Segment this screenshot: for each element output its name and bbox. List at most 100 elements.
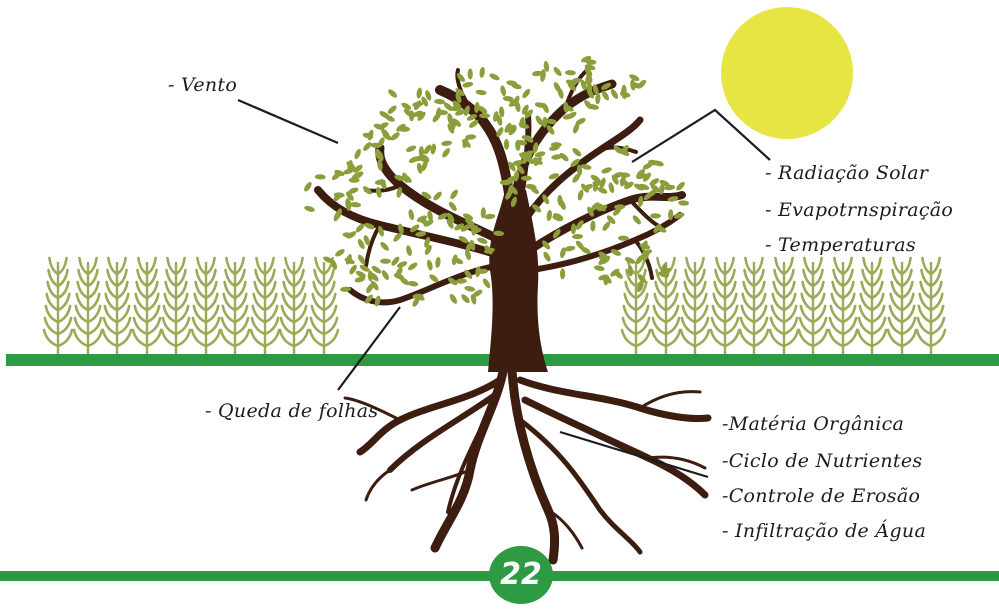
crop-plant [162, 258, 190, 354]
leaf [564, 245, 576, 252]
crop-plant [858, 258, 886, 354]
crop-plant [622, 258, 650, 354]
leaf [572, 234, 583, 240]
crop-plant [799, 258, 827, 354]
leaf [560, 268, 565, 279]
leaf [607, 182, 615, 194]
crop-plant [888, 258, 916, 354]
leaf [426, 259, 434, 271]
sun-icon [721, 7, 853, 139]
leaf [675, 181, 687, 192]
leaf [481, 277, 491, 289]
leaf [387, 88, 399, 99]
leaf [460, 293, 471, 305]
pointer-line-wind [238, 100, 338, 143]
leaf [609, 88, 619, 100]
crop-plant [917, 258, 945, 354]
leaf [521, 88, 532, 100]
crop-plant [770, 258, 798, 354]
leaf [601, 166, 613, 175]
leaf [571, 147, 583, 158]
leaf [407, 261, 419, 272]
pointer-line-soil [560, 432, 708, 477]
crop-plant [103, 258, 131, 354]
leaf [488, 72, 500, 81]
pointer-line-leaf-fall [338, 307, 400, 390]
label-erosion-control: -Controle de Erosão [722, 485, 920, 507]
leaf [484, 213, 495, 219]
leaf [565, 70, 576, 76]
crop-plant [251, 258, 279, 354]
tree-trunk [488, 190, 548, 372]
label-water-infiltration: - Infiltração de Água [722, 520, 926, 542]
leaf [590, 220, 596, 231]
crop-row-right [622, 258, 945, 354]
leaf [434, 99, 445, 105]
leaf [678, 200, 689, 206]
label-nutrient-cycle: -Ciclo de Nutrientes [722, 450, 922, 472]
leaf [386, 104, 398, 115]
crop-plant [192, 258, 220, 354]
leaf [375, 186, 382, 198]
crop-plant [711, 258, 739, 354]
crop-plant [44, 258, 72, 354]
leaf [499, 85, 507, 97]
label-solar-radiation: - Radiação Solar [765, 162, 928, 184]
crop-plant [681, 258, 709, 354]
leaf [303, 181, 314, 193]
leaf [405, 144, 417, 153]
label-leaf-fall: - Queda de folhas [205, 400, 378, 422]
label-temperatures: - Temperaturas [765, 234, 916, 256]
crop-plant [74, 258, 102, 354]
page-number-badge: 22 [489, 546, 553, 604]
leaf [464, 285, 476, 292]
leaf [542, 251, 552, 263]
leaf [479, 113, 490, 118]
leaf [303, 205, 315, 213]
leaf [353, 148, 362, 160]
leaf [447, 200, 458, 212]
leaf [504, 139, 509, 150]
crop-row-left [44, 258, 338, 354]
leaf [631, 214, 642, 226]
crop-plant [310, 258, 338, 354]
label-evapotranspiration: - Evapotrnspiração [765, 199, 953, 221]
leaf [405, 245, 413, 257]
leaf [379, 241, 390, 252]
leaf [546, 210, 553, 222]
crop-plant [740, 258, 768, 354]
leaf [430, 143, 437, 155]
leaf [650, 213, 661, 218]
leaf [479, 67, 486, 79]
label-organic-matter: -Matéria Orgânica [722, 413, 904, 435]
crop-plant [133, 258, 161, 354]
leaf [475, 89, 487, 96]
leaf [468, 69, 473, 80]
leaf [449, 188, 460, 200]
leaf [380, 259, 391, 264]
leaf [435, 257, 442, 269]
leaf [432, 190, 443, 202]
leaf [441, 147, 452, 159]
leaf [521, 176, 532, 181]
leaf [551, 142, 562, 147]
leaf [350, 202, 361, 208]
leaf [368, 270, 374, 281]
leaf [334, 248, 346, 258]
leaf [441, 140, 453, 147]
leaf [408, 209, 416, 221]
label-wind: - Vento [168, 74, 237, 96]
leaf [593, 265, 605, 272]
leaf [389, 131, 401, 142]
leaf [552, 66, 563, 78]
leaf [362, 141, 373, 153]
leaf [462, 81, 474, 89]
leaf [577, 189, 585, 201]
crop-plant [221, 258, 249, 354]
crop-plant [829, 258, 857, 354]
crop-plant [280, 258, 308, 354]
leaf [618, 236, 629, 241]
leaf [380, 269, 390, 281]
leaf [595, 93, 601, 104]
